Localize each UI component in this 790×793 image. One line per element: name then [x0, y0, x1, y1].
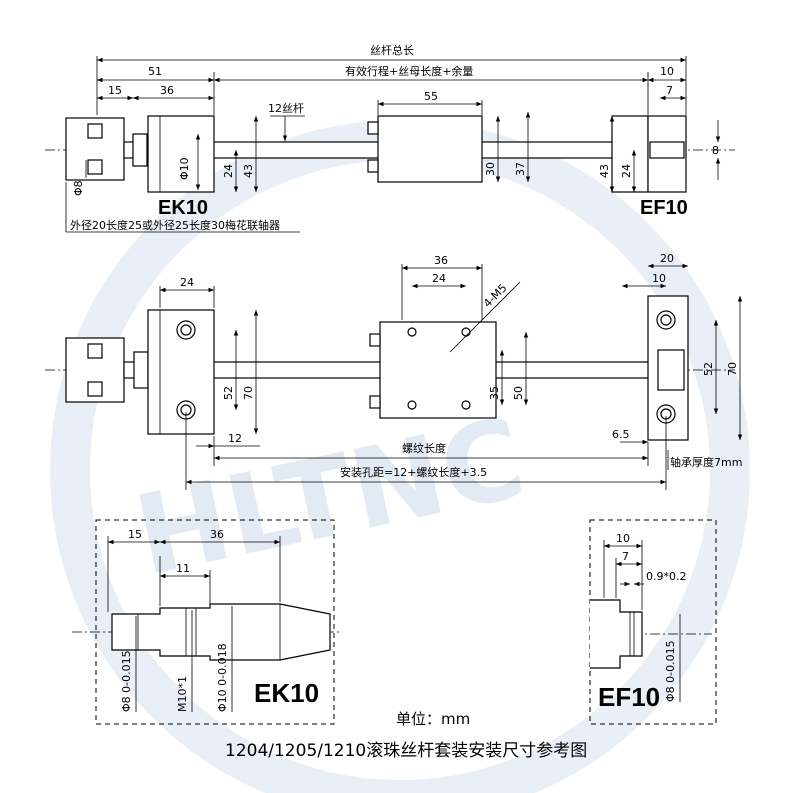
svg-text:12: 12: [228, 432, 242, 445]
detail-ek10-frame: [95, 519, 335, 725]
thread-length-label: 螺纹长度: [402, 441, 446, 455]
svg-text:70: 70: [242, 386, 255, 400]
svg-text:15: 15: [128, 528, 142, 541]
overall-length-label: 丝杆总长: [370, 43, 414, 57]
svg-text:11: 11: [176, 562, 190, 575]
svg-text:24: 24: [620, 164, 633, 178]
svg-text:4-M5: 4-M5: [481, 282, 510, 311]
coupling-note: 外径20长度25或外径25长度30梅花联轴器: [70, 218, 280, 232]
svg-text:52: 52: [702, 362, 715, 376]
svg-text:36: 36: [434, 254, 448, 267]
svg-text:24: 24: [432, 272, 446, 285]
ef-tol-phi8: Φ8 0-0.015: [664, 640, 677, 702]
svg-text:70: 70: [726, 362, 739, 376]
svg-text:8: 8: [712, 144, 719, 157]
ek-thread: M10*1: [176, 676, 189, 712]
svg-text:24: 24: [180, 276, 194, 289]
bearing-note: 轴承厚度7mm: [670, 455, 742, 469]
detail-ek10: 15 36 11 Φ8 0-0.015 M10*1 Φ10 0-0.018 EK…: [72, 519, 340, 725]
screw-label: 12丝杆: [268, 101, 304, 115]
svg-text:36: 36: [160, 84, 174, 97]
svg-text:10: 10: [616, 532, 630, 545]
ek10-shaft-end: [111, 603, 331, 661]
ek-tol-phi8: Φ8 0-0.015: [120, 650, 133, 712]
side-view: 24 36 24 4-M5 20 10 52 70 35 50 52 70 12…: [45, 252, 742, 490]
ek-tol-phi10: Φ10 0-0.018: [216, 643, 229, 712]
mount-spacing-label: 安装孔距=12+螺纹长度+3.5: [340, 465, 487, 479]
detail-ef10: 10 7 0.9*0.2 Φ8 0-0.015 EF10: [589, 519, 717, 725]
detail-ek10-label: EK10: [254, 678, 319, 708]
svg-text:37: 37: [514, 162, 527, 176]
drawing-title: 1204/1205/1210滚珠丝杆套装安装尺寸参考图: [225, 741, 587, 761]
ek10-block: [147, 115, 215, 193]
svg-text:35: 35: [488, 386, 501, 400]
svg-text:15: 15: [108, 84, 122, 97]
svg-text:43: 43: [598, 164, 611, 178]
svg-text:51: 51: [148, 65, 162, 78]
svg-text:0.9*0.2: 0.9*0.2: [646, 570, 687, 583]
side-ball-nut: [379, 321, 497, 419]
svg-text:55: 55: [424, 90, 438, 103]
svg-text:Φ10: Φ10: [178, 157, 191, 180]
detail-ef10-label: EF10: [598, 682, 660, 712]
top-view: 丝杆总长 51 有效行程+丝母长度+余量 10 15 36 7 55 12丝杆 …: [45, 43, 735, 233]
svg-text:52: 52: [222, 386, 235, 400]
effective-label: 有效行程+丝母长度+余量: [345, 64, 473, 78]
svg-text:50: 50: [512, 386, 525, 400]
svg-text:7: 7: [622, 550, 629, 563]
svg-text:10: 10: [660, 65, 674, 78]
svg-text:Φ8: Φ8: [72, 180, 85, 196]
ek10-label: EK10: [158, 197, 208, 219]
ball-nut: [377, 115, 483, 183]
svg-text:10: 10: [652, 272, 666, 285]
svg-text:43: 43: [242, 164, 255, 178]
ef10-block-left: [611, 115, 649, 193]
svg-text:36: 36: [210, 528, 224, 541]
unit-label: 单位：mm: [396, 710, 470, 728]
svg-text:24: 24: [222, 164, 235, 178]
svg-text:30: 30: [484, 162, 497, 176]
svg-text:20: 20: [660, 252, 674, 265]
ef10-label: EF10: [640, 197, 688, 219]
svg-text:6.5: 6.5: [612, 428, 630, 441]
svg-text:7: 7: [666, 84, 673, 97]
ef10-shaft-end: [590, 599, 643, 669]
